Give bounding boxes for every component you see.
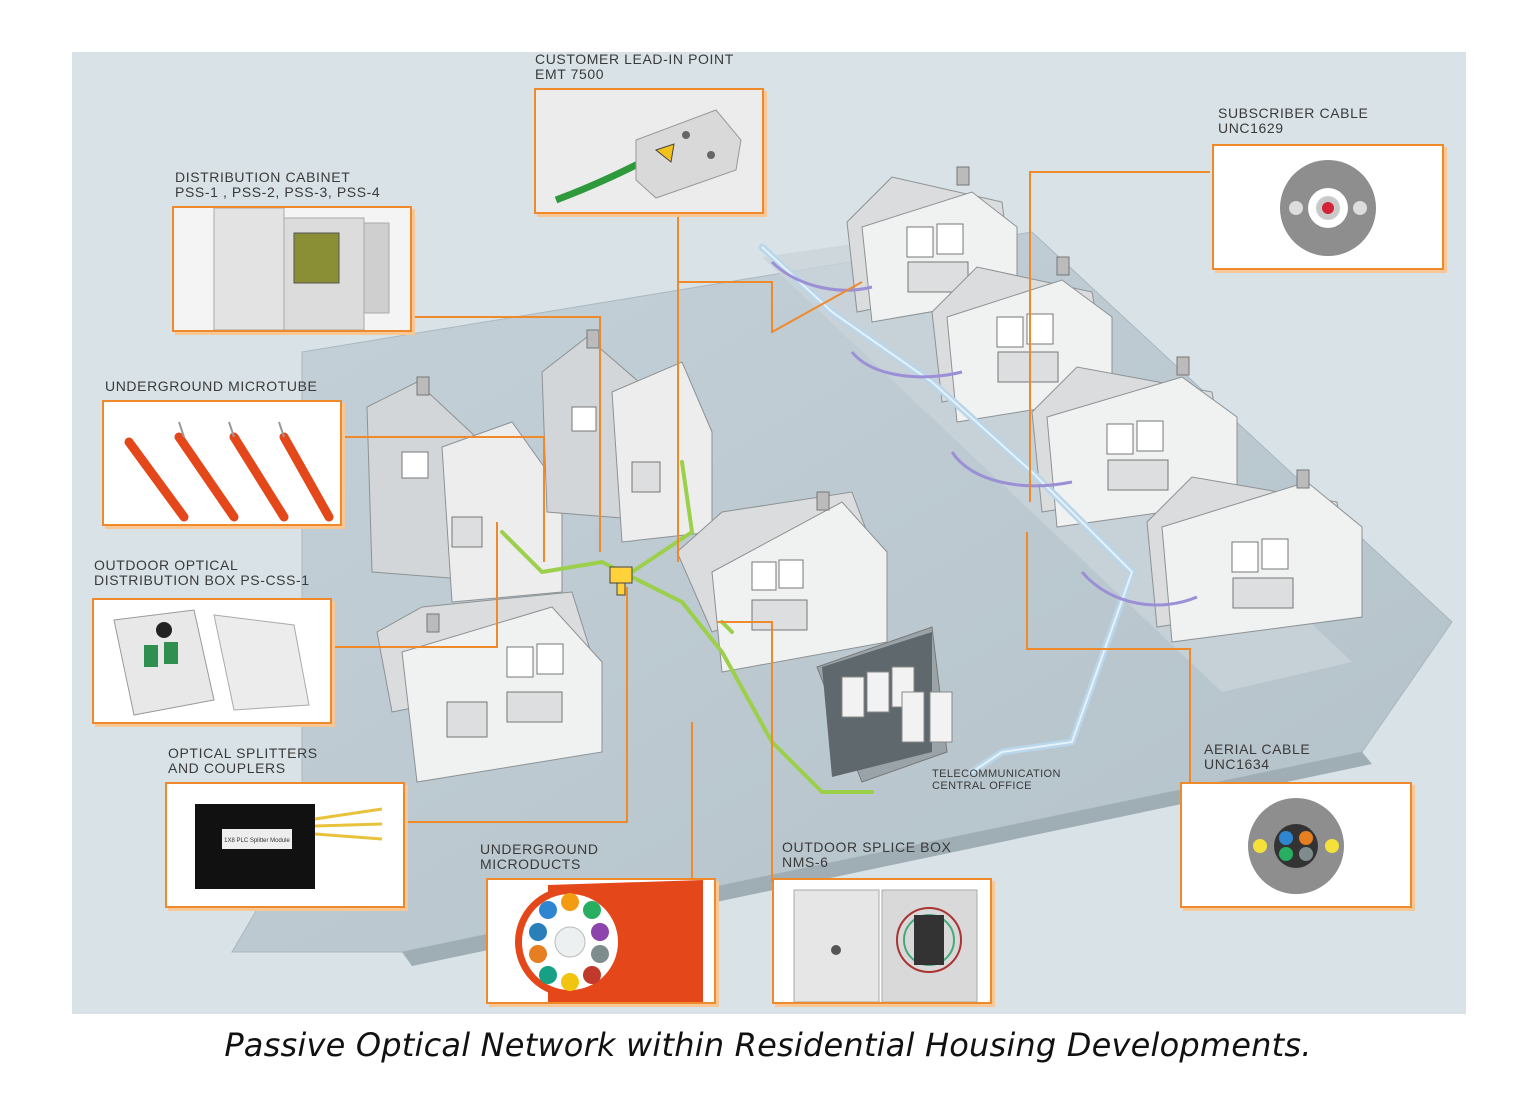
aerial-label: AERIAL CABLE UNC1634 [1204, 742, 1310, 772]
cabinet-image [174, 208, 410, 330]
splice-box-callout [772, 878, 992, 1004]
cabinet-callout [172, 206, 412, 332]
microducts-title: UNDERGROUND [480, 841, 599, 857]
microducts-callout [486, 878, 716, 1004]
splice-box-title: OUTDOOR SPLICE BOX [782, 839, 952, 855]
house [366, 376, 563, 603]
microducts-image [488, 880, 714, 1002]
leader-lines [329, 171, 1210, 882]
microtube-title: UNDERGROUND MICROTUBE [105, 378, 318, 394]
subscriber-title: SUBSCRIBER CABLE [1218, 105, 1369, 121]
subscriber-callout [1212, 144, 1444, 270]
aerial-title: AERIAL CABLE [1204, 741, 1311, 757]
microducts-subtitle: MICRODUCTS [480, 856, 581, 872]
lead-in-title: CUSTOMER LEAD-IN POINT [535, 52, 734, 67]
splitters-callout: 1X8 PLC Splitter Module [165, 782, 405, 908]
microducts-label: UNDERGROUND MICRODUCTS [480, 842, 599, 872]
lead-in-label: CUSTOMER LEAD-IN POINT EMT 7500 [535, 52, 734, 82]
subscriber-model: UNC1629 [1218, 120, 1284, 136]
splice-box-image [774, 880, 990, 1002]
outdoor-box-label: OUTDOOR OPTICAL DISTRIBUTION BOX PS-CSS-… [94, 558, 310, 588]
microtube-callout [102, 400, 342, 526]
house [1146, 469, 1363, 643]
splitters-subtitle: AND COUPLERS [168, 760, 286, 776]
aerial-cable-image [1182, 784, 1410, 906]
drop-cables [770, 260, 1198, 607]
aerial-model: UNC1634 [1204, 756, 1270, 772]
subscriber-cable-image [1214, 146, 1442, 268]
aerial-cable-highlight [761, 246, 1134, 773]
network-illustration [231, 166, 1453, 966]
splitters-image: 1X8 PLC Splitter Module [167, 784, 403, 906]
splice-box-model: NMS-6 [782, 854, 829, 870]
microtube-label: UNDERGROUND MICROTUBE [105, 379, 318, 394]
outdoor-box-callout [92, 598, 332, 724]
figure-caption: Passive Optical Network within Residenti… [224, 1026, 1312, 1064]
house [676, 491, 888, 673]
central-office-title: TELECOMMUNICATION [932, 768, 1061, 780]
diagram-scene: CUSTOMER LEAD-IN POINT EMT 7500 DISTRIBU… [72, 52, 1466, 1014]
cabinet-models: PSS-1 , PSS-2, PSS-3, PSS-4 [175, 184, 381, 200]
aerial-callout [1180, 782, 1412, 908]
microtube-image [104, 402, 340, 524]
cabinet-label: DISTRIBUTION CABINET PSS-1 , PSS-2, PSS-… [175, 170, 380, 200]
outdoor-box-image [94, 600, 330, 722]
central-office-subtitle: CENTRAL OFFICE [932, 780, 1032, 792]
splitter-hub [609, 566, 633, 596]
splice-box-label: OUTDOOR SPLICE BOX NMS-6 [782, 840, 952, 870]
outdoor-box-model: DISTRIBUTION BOX PS-CSS-1 [94, 572, 310, 588]
central-office [816, 626, 953, 783]
splitters-title: OPTICAL SPLITTERS [168, 745, 318, 761]
lead-in-model: EMT 7500 [535, 66, 605, 82]
splitters-label: OPTICAL SPLITTERS AND COUPLERS [168, 746, 318, 776]
house [376, 591, 603, 783]
lead-in-image [536, 90, 762, 212]
cabinet-title: DISTRIBUTION CABINET [175, 169, 351, 185]
outdoor-box-title: OUTDOOR OPTICAL [94, 557, 239, 573]
lead-in-callout [534, 88, 764, 214]
splitter-module-text: 1X8 PLC Splitter Module [224, 838, 290, 844]
house [541, 329, 713, 543]
central-office-label: TELECOMMUNICATION CENTRAL OFFICE [932, 768, 1061, 792]
underground-fiber [500, 460, 874, 794]
subscriber-label: SUBSCRIBER CABLE UNC1629 [1218, 106, 1368, 136]
